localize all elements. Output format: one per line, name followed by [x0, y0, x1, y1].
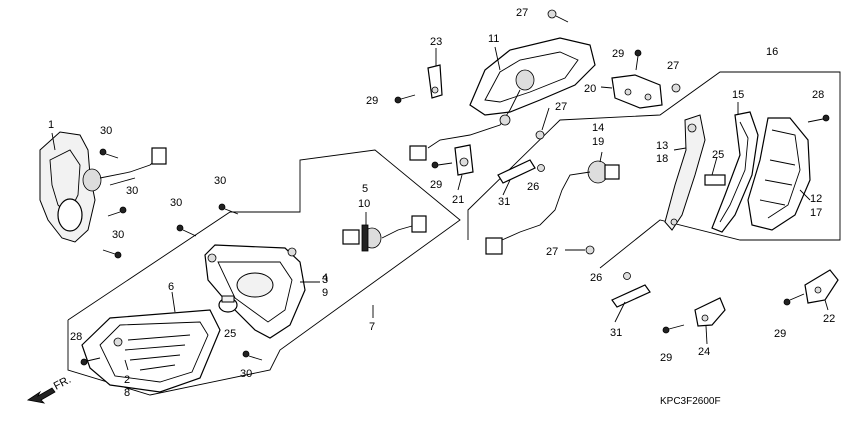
callout-30-f: 30 [240, 368, 252, 380]
screw-29e [783, 293, 805, 306]
callout-6: 6 [168, 281, 174, 293]
callout-23: 23 [430, 36, 442, 48]
callout-1: 1 [48, 119, 54, 131]
callout-29-right: 29 [774, 328, 786, 340]
part-20-bracket [611, 74, 663, 109]
part-15-gasket [711, 111, 759, 233]
callout-17: 17 [810, 207, 822, 219]
callout-8: 8 [124, 387, 130, 399]
diagram-code: KPC3F2600F [660, 396, 721, 407]
callout-30-e: 30 [214, 175, 226, 187]
leader-lines [51, 46, 829, 371]
bolt-26a [537, 164, 545, 172]
screw-30c [102, 249, 122, 259]
screw-28a [80, 357, 101, 366]
callout-2: 2 [124, 374, 130, 386]
bolt-27a [547, 9, 569, 23]
part-13-stay [664, 114, 706, 231]
screw-30d [176, 224, 197, 237]
callout-27-right: 27 [667, 60, 679, 72]
callout-30-c: 30 [112, 229, 124, 241]
callout-3: 3 [322, 274, 328, 286]
part-11-center-housing [409, 37, 596, 161]
callout-27-lower: 27 [546, 246, 558, 258]
callout-14: 14 [592, 122, 604, 134]
part-23-stay [427, 64, 443, 99]
bolt-27c [535, 130, 545, 140]
part-1-bracket [39, 131, 167, 243]
screw-30f [242, 350, 263, 361]
part-21-clip [454, 144, 474, 176]
callout-18: 18 [656, 153, 668, 165]
callout-24: 24 [698, 346, 710, 358]
callout-10: 10 [358, 198, 370, 210]
part-12-lens [747, 117, 811, 231]
callout-labels: 1 2 8 3 4 9 5 10 6 7 11 12 17 13 18 14 1… [48, 7, 835, 399]
callout-29-mid: 29 [430, 179, 442, 191]
callout-30-b: 30 [126, 185, 138, 197]
part-24-bracket [694, 297, 726, 327]
callout-26-lower: 26 [590, 272, 602, 284]
callout-29-upper-left: 29 [366, 95, 378, 107]
part-31-strip-upper [497, 159, 536, 184]
part-25-bulb-left [218, 295, 238, 313]
bolt-26b [623, 272, 631, 280]
callout-15: 15 [732, 89, 744, 101]
callout-31-lower: 31 [610, 327, 622, 339]
callout-30-d: 30 [170, 197, 182, 209]
callout-29-top: 29 [612, 48, 624, 60]
callout-19: 19 [592, 136, 604, 148]
screw-28b [807, 114, 830, 123]
screw-29a [394, 94, 416, 104]
callout-27-top: 27 [516, 7, 528, 19]
screw-29c [431, 161, 453, 169]
screw-30e [218, 203, 239, 215]
callout-5: 5 [362, 183, 368, 195]
callout-31-upper: 31 [498, 196, 510, 208]
bolt-27d [585, 245, 595, 255]
part-4-housing [204, 244, 306, 339]
callout-4: 4 [322, 272, 328, 284]
screw-30a [99, 148, 119, 159]
part-14-socket [485, 160, 620, 255]
part-31-strip-lower [611, 284, 651, 308]
callout-21: 21 [452, 194, 464, 206]
front-direction-arrow: FR. [26, 374, 73, 404]
callout-25-left: 25 [224, 328, 236, 340]
callout-28-right: 28 [812, 89, 824, 101]
callout-12: 12 [810, 193, 822, 205]
callout-22: 22 [823, 313, 835, 325]
part-5-socket [342, 215, 427, 252]
bolt-27b [671, 83, 681, 93]
callout-11: 11 [488, 33, 499, 45]
callout-13: 13 [656, 140, 668, 152]
group-outline-16 [467, 71, 841, 269]
callout-16: 16 [766, 46, 778, 58]
callout-20: 20 [584, 83, 596, 95]
part-25-bulb-right [704, 174, 726, 186]
part-2-lens [81, 309, 221, 393]
part-22-bracket [804, 269, 839, 304]
callout-7: 7 [369, 321, 375, 333]
callout-28-left: 28 [70, 331, 82, 343]
callout-26-upper: 26 [527, 181, 539, 193]
callout-25-right: 25 [712, 149, 724, 161]
callout-30-a: 30 [100, 125, 112, 137]
callout-9: 9 [322, 287, 328, 299]
fasteners [80, 9, 830, 366]
screw-29d [662, 324, 685, 334]
screw-29b [634, 49, 642, 71]
screw-30b [107, 206, 127, 217]
front-direction-label: FR. [52, 374, 73, 393]
callout-27-center: 27 [555, 101, 567, 113]
callout-29-lower: 29 [660, 352, 672, 364]
